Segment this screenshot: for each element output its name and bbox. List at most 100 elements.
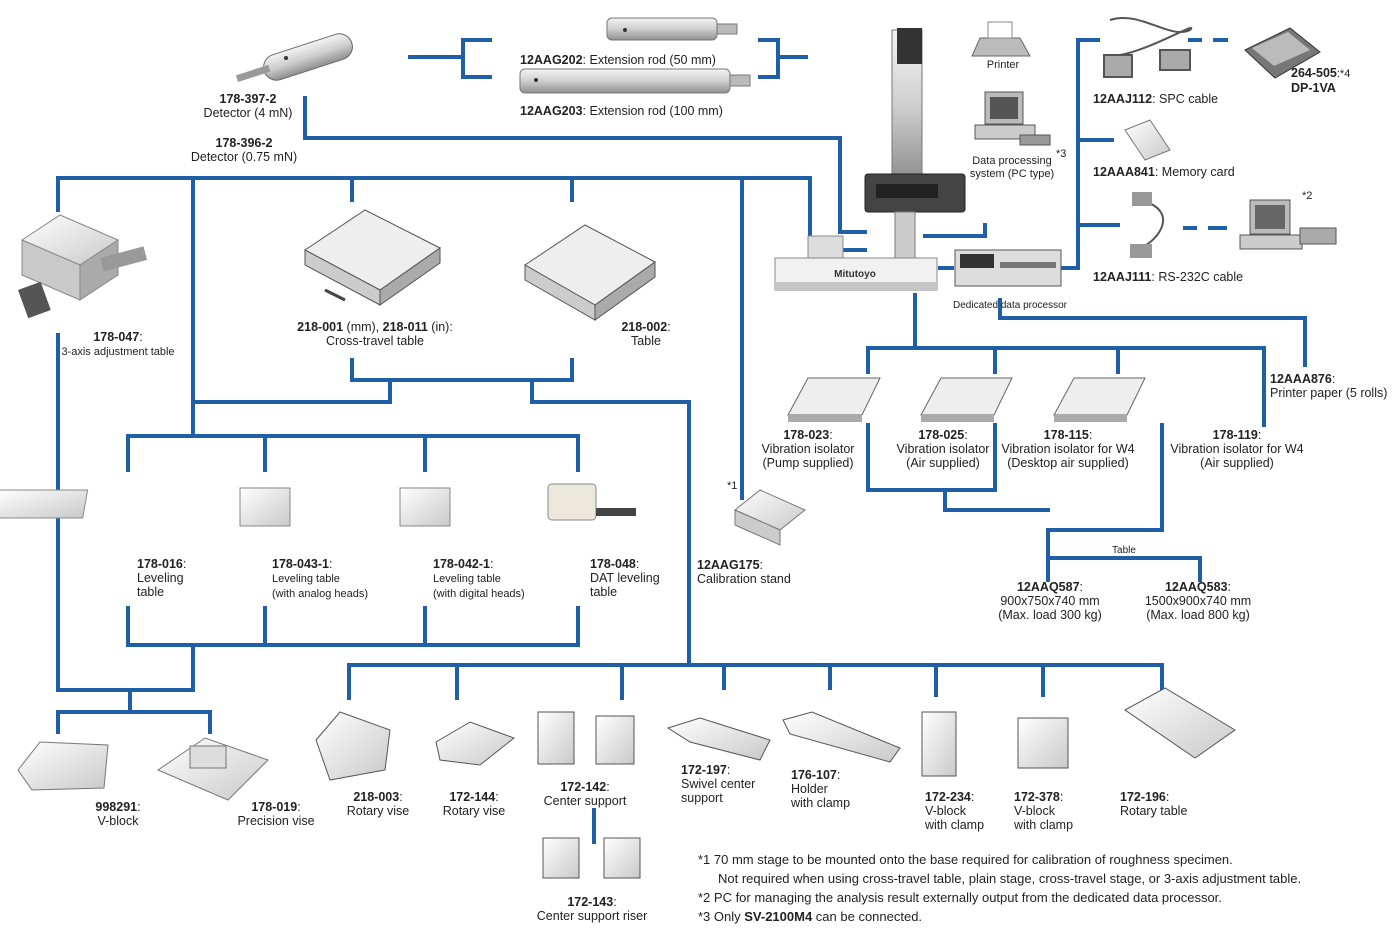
fixture-desc-2: with clamp bbox=[791, 796, 850, 810]
memory-card-code: 12AAA841 bbox=[1093, 165, 1155, 179]
calibration-stand-code: 12AAG175 bbox=[697, 558, 760, 572]
fixture-172-378-label: 172-378: V-block with clamp bbox=[1014, 790, 1073, 832]
table-12aaq583-label: 12AAQ583: 1500x900x740 mm (Max. load 800… bbox=[1145, 580, 1251, 622]
isolator-178-119-label: 178-119: Vibration isolator for W4 (Air … bbox=[1170, 428, 1303, 470]
isolator-line1: Vibration isolator for W4 bbox=[1001, 442, 1134, 456]
memory-card-desc: : Memory card bbox=[1155, 165, 1235, 179]
leveling-table-illustrations bbox=[0, 484, 636, 526]
printer-paper-sep: : bbox=[1332, 372, 1335, 386]
cross-travel-table-label: 218-001 (mm), 218-011 (in): Cross-travel… bbox=[297, 320, 453, 348]
table-load: (Max. load 800 kg) bbox=[1146, 608, 1250, 622]
fixture-desc: Center support bbox=[544, 794, 627, 808]
vibration-isolator-illustrations bbox=[788, 378, 1145, 422]
adjustment-table-code: 178-047 bbox=[93, 330, 139, 344]
fixture-172-234-label: 172-234: V-block with clamp bbox=[925, 790, 984, 832]
isolator-178-115-label: 178-115: Vibration isolator for W4 (Desk… bbox=[1001, 428, 1134, 470]
leveling-178-016-label: 178-016: Leveling table bbox=[137, 557, 186, 599]
isolator-code: 178-115 bbox=[1044, 428, 1089, 442]
fixture-code: 172-197 bbox=[681, 763, 727, 777]
fixture-218-003-label: 218-003: Rotary vise bbox=[347, 790, 410, 818]
rs232-cable-label: 12AAJ111: RS-232C cable bbox=[1093, 270, 1243, 284]
rs232-cable-illustration bbox=[1130, 192, 1163, 258]
printer-label: Printer bbox=[987, 59, 1019, 72]
isolator-code: 178-119 bbox=[1213, 428, 1258, 442]
pc-dp-line2: system (PC type) bbox=[970, 168, 1054, 180]
spc-cable-code: 12AAJ112 bbox=[1093, 92, 1152, 106]
cross-travel-desc: Cross-travel table bbox=[326, 334, 424, 348]
table-code: 12AAQ583 bbox=[1165, 580, 1228, 594]
calibration-note-marker: *1 bbox=[727, 480, 737, 493]
pc-illustration bbox=[975, 92, 1050, 145]
dp1va-name: DP-1VA bbox=[1291, 81, 1336, 95]
rod-100-label: 12AAG203: Extension rod (100 mm) bbox=[520, 104, 723, 118]
table-label: Table bbox=[1112, 545, 1136, 557]
leveling-line1: Leveling bbox=[137, 571, 184, 585]
measuring-instrument-illustration: Mitutoyo bbox=[775, 28, 965, 290]
fixture-172-144-label: 172-144: Rotary vise bbox=[443, 790, 506, 818]
rod-50-code: 12AAG202 bbox=[520, 53, 583, 67]
precision-vise-code: 178-019 bbox=[251, 800, 297, 814]
table-size: 1500x900x740 mm bbox=[1145, 594, 1251, 608]
dedicated-processor-label: Dedicated data processor bbox=[953, 300, 1067, 312]
calibration-stand-label: 12AAG175: Calibration stand bbox=[697, 558, 791, 586]
isolator-code: 178-023 bbox=[783, 428, 829, 442]
detector-4mn-label: 178-397-2 Detector (4 mN) bbox=[204, 92, 293, 120]
memory-card-label: 12AAA841: Memory card bbox=[1093, 165, 1235, 179]
table-size: 900x750x740 mm bbox=[1000, 594, 1099, 608]
leveling-line1: Leveling table bbox=[272, 573, 340, 585]
fixture-desc-2: with clamp bbox=[925, 818, 984, 832]
center-support-riser-label: 172-143: Center support riser bbox=[537, 895, 647, 923]
mitutoyo-logo-text: Mitutoyo bbox=[834, 269, 876, 280]
isolator-line1: Vibration isolator bbox=[762, 442, 855, 456]
leveling-code: 178-016 bbox=[137, 557, 183, 571]
vblock-998291-label: 998291: V-block bbox=[95, 800, 140, 828]
extension-rod-100-illustration bbox=[520, 69, 750, 93]
table-load: (Max. load 300 kg) bbox=[998, 608, 1102, 622]
table-code: 12AAQ587 bbox=[1017, 580, 1080, 594]
pc-external-note: *2 bbox=[1302, 190, 1312, 203]
spc-cable-desc: : SPC cable bbox=[1152, 92, 1218, 106]
leveling-line2: (with digital heads) bbox=[433, 588, 525, 600]
fixture-desc: Rotary vise bbox=[443, 804, 506, 818]
detector-075mn-code: 178-396-2 bbox=[216, 136, 273, 150]
spc-cable-illustration bbox=[1104, 18, 1191, 77]
pc-note-marker: *3 bbox=[1056, 148, 1066, 161]
footnotes: *1 70 mm stage to be mounted onto the ba… bbox=[698, 850, 1301, 926]
plain-table-code: 218-002 bbox=[621, 320, 667, 334]
cross-travel-code-in: 218-011 bbox=[383, 320, 428, 334]
detector-075mn-label: 178-396-2 Detector (0.75 mN) bbox=[191, 136, 297, 164]
rod-100-code: 12AAG203 bbox=[520, 104, 583, 118]
leveling-178-048-label: 178-048: DAT leveling table bbox=[590, 557, 660, 599]
isolator-code: 178-025 bbox=[918, 428, 964, 442]
isolator-line1: Vibration isolator for W4 bbox=[1170, 442, 1303, 456]
leveling-line2: (with analog heads) bbox=[272, 588, 368, 600]
detector-4mn-code: 178-397-2 bbox=[220, 92, 277, 106]
dp1va-label: 264-505:*4 DP-1VA bbox=[1291, 66, 1350, 95]
footnote-3: *3 Only SV-2100M4 can be connected. bbox=[698, 907, 1301, 926]
leveling-line2: table bbox=[590, 585, 617, 599]
adjustment-table-label: 178-047: 3-axis adjustment table bbox=[61, 330, 174, 359]
leveling-178-042-1-label: 178-042-1: Leveling table (with digital … bbox=[433, 557, 525, 601]
cross-travel-table-illustration bbox=[305, 210, 440, 305]
isolator-line2: (Desktop air supplied) bbox=[1007, 456, 1129, 470]
printer-illustration bbox=[972, 22, 1030, 56]
rod-100-desc: : Extension rod (100 mm) bbox=[583, 104, 723, 118]
rod-50-label: 12AAG202: Extension rod (50 mm) bbox=[520, 53, 716, 67]
fixture-172-197-label: 172-197: Swivel center support bbox=[681, 763, 755, 805]
vblock-desc: V-block bbox=[97, 814, 138, 828]
leveling-line1: Leveling table bbox=[433, 573, 501, 585]
fixture-code: 172-378 bbox=[1014, 790, 1060, 804]
fixture-desc-1: V-block bbox=[925, 804, 966, 818]
footnote-1: *1 70 mm stage to be mounted onto the ba… bbox=[698, 850, 1301, 869]
fixture-desc: Rotary vise bbox=[347, 804, 410, 818]
detector-illustration bbox=[236, 30, 356, 83]
footnote-3c: can be connected. bbox=[812, 909, 922, 924]
fixture-desc-1: Holder bbox=[791, 782, 828, 796]
footnote-3a: *3 Only bbox=[698, 909, 744, 924]
fixture-176-107-label: 176-107: Holder with clamp bbox=[791, 768, 850, 810]
rs232-cable-desc: : RS-232C cable bbox=[1151, 270, 1243, 284]
leveling-178-043-1-label: 178-043-1: Leveling table (with analog h… bbox=[272, 557, 368, 601]
fixture-desc: Rotary table bbox=[1120, 804, 1187, 818]
adjustment-table-illustration bbox=[18, 215, 147, 318]
fixture-desc-1: V-block bbox=[1014, 804, 1055, 818]
